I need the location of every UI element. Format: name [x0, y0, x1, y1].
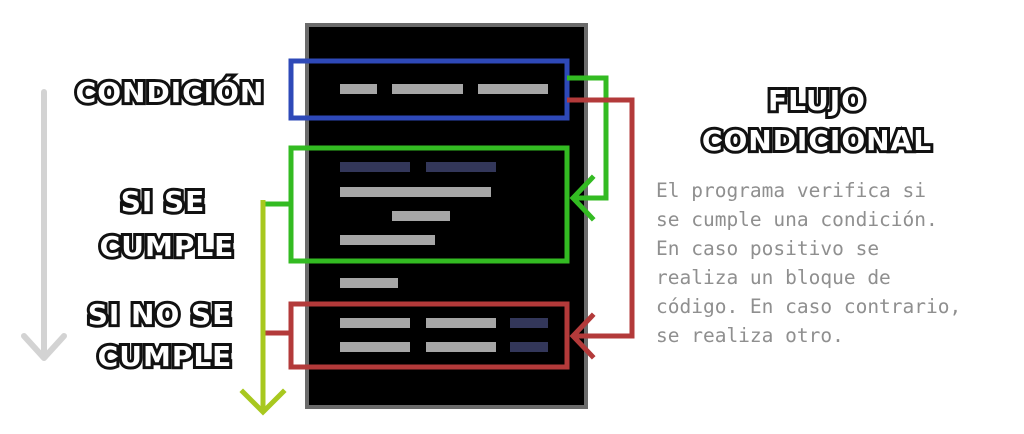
code-block-false	[340, 318, 548, 352]
label-si-se-cumple-line1: SI SE	[121, 185, 206, 218]
false-branch-connector-arrow-icon	[567, 97, 635, 360]
label-si-se-cumple-line2: CUMPLE	[100, 230, 235, 263]
title-line1: FLUJO	[768, 84, 866, 117]
code-block-true	[340, 162, 496, 245]
true-branch-connector-arrow-icon	[567, 75, 609, 222]
label-condicion: CONDICIÓN	[76, 75, 265, 109]
label-si-no-se-cumple-line2: CUMPLE	[98, 340, 233, 373]
code-line-condition	[340, 84, 548, 94]
condition-box	[288, 58, 570, 121]
title-line2: CONDICIONAL	[702, 124, 932, 157]
flow-down-arrow-icon	[239, 200, 291, 416]
label-si-no-se-cumple-line1: SI NO SE	[88, 298, 233, 331]
code-line-middle	[340, 278, 398, 288]
timeline-down-arrow-icon	[21, 89, 67, 361]
description-text: El programa verifica si se cumple una co…	[656, 179, 962, 347]
